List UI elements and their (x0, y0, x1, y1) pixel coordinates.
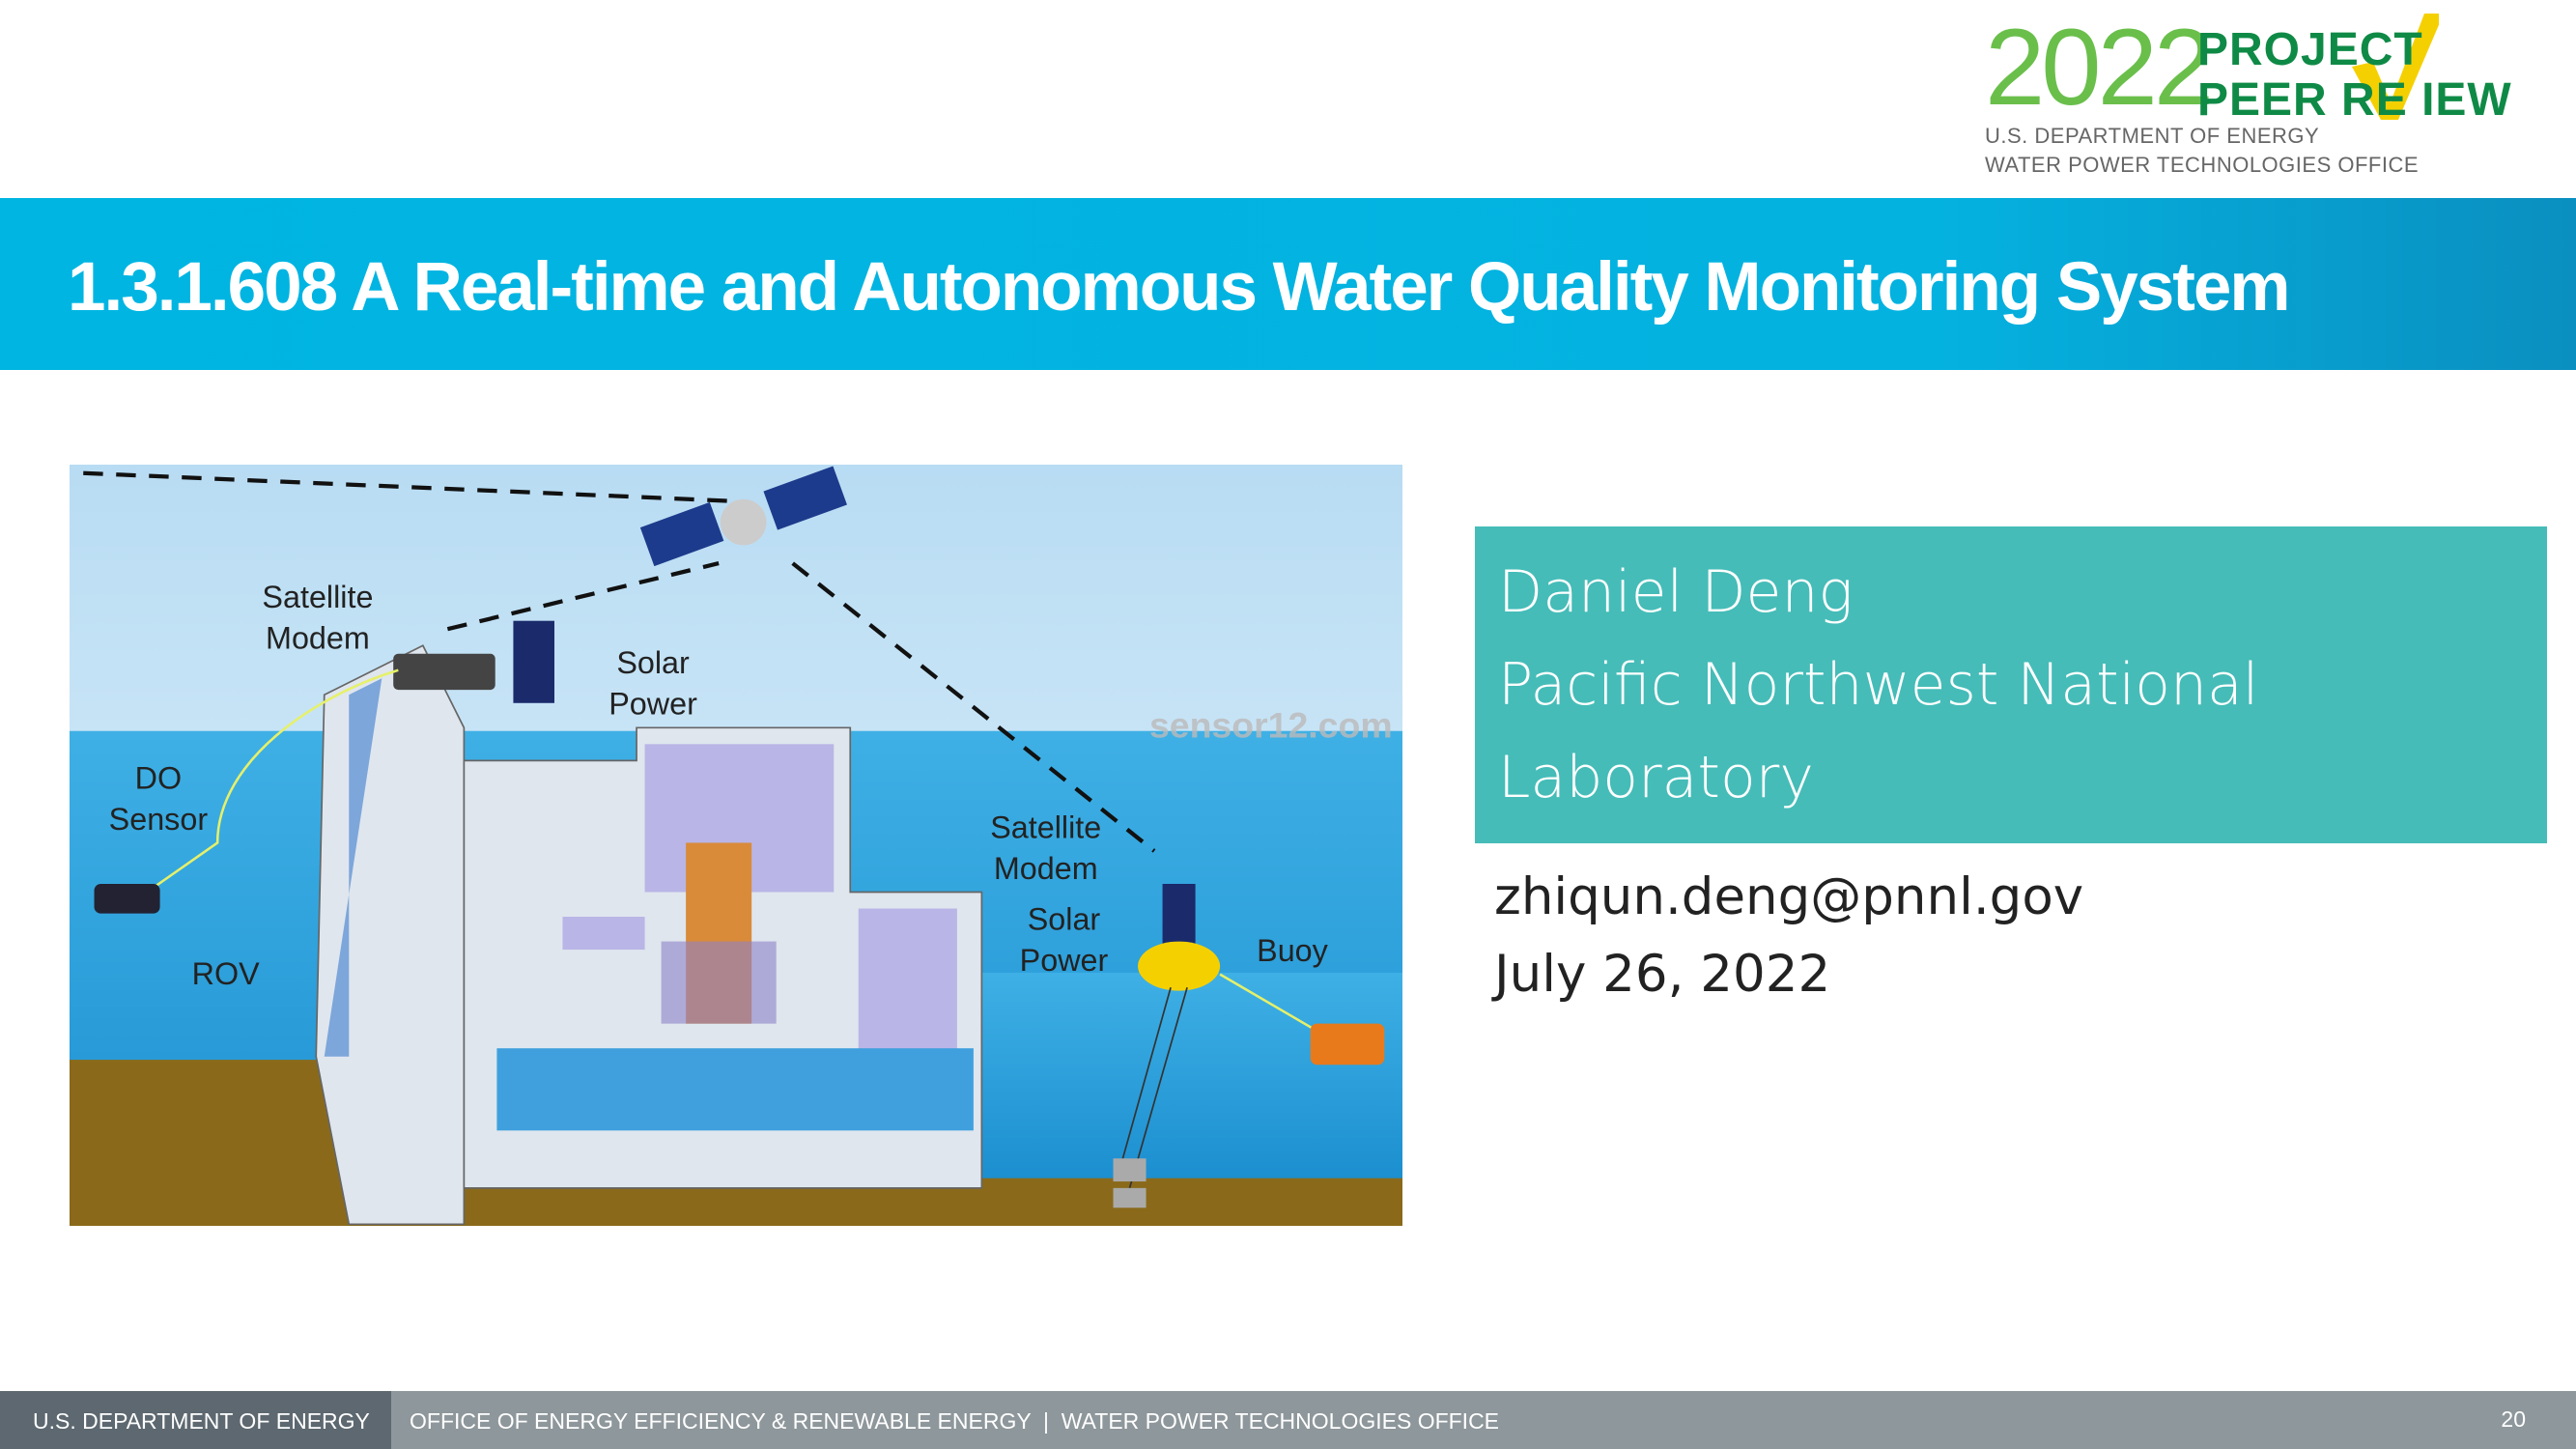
slide-title: 1.3.1.608 A Real-time and Autonomous Wat… (68, 249, 2290, 326)
logo-line2: PEER RE IEW (2197, 74, 2512, 126)
buoy (1113, 883, 1221, 1208)
label-solar-power-dam: Solar (616, 645, 690, 680)
logo-line1: PROJECT (2197, 24, 2423, 75)
satellite-modem-dam (393, 653, 495, 691)
checkmark-icon (2352, 14, 2439, 120)
label-satellite-modem-dam-2: Modem (266, 621, 370, 656)
label-solar-power-dam-2: Power (609, 687, 697, 722)
presenter-org: Pacific Northwest National Laboratory (1498, 651, 2259, 811)
logo-year: 2022 (1985, 7, 2214, 128)
solar-panel-dam (513, 620, 554, 703)
footer: U.S. DEPARTMENT OF ENERGY OFFICE OF ENER… (0, 1391, 2576, 1449)
rov-right (1310, 1023, 1385, 1065)
title-band: 1.3.1.608 A Real-time and Autonomous Wat… (0, 198, 2576, 370)
footer-doe: U.S. DEPARTMENT OF ENERGY (0, 1391, 391, 1449)
label-satellite-modem-buoy: Satellite (990, 810, 1101, 844)
label-satellite-modem-dam: Satellite (262, 580, 373, 614)
label-rov: ROV (192, 956, 260, 991)
logo-dept: U.S. DEPARTMENT OF ENERGY (1985, 124, 2320, 148)
watermark: sensor12.com (1149, 705, 1393, 746)
page-number: 20 (2501, 1406, 2526, 1432)
label-satellite-modem-buoy-2: Modem (994, 851, 1098, 886)
peer-review-logo: 2022 PROJECT PEER RE IEW U.S. DEPARTMENT… (1985, 14, 2564, 187)
label-do-sensor: DO (135, 760, 182, 795)
satellite (639, 466, 847, 567)
presenter-box: Daniel Deng Pacific Northwest National L… (1475, 526, 2547, 843)
label-solar-power-buoy: Solar (1028, 902, 1101, 937)
presenter-name: Daniel Deng (1498, 558, 1854, 626)
monitoring-system-diagram: Satellite Modem Solar Power DO Sensor RO… (70, 465, 1402, 1226)
label-do-sensor-2: Sensor (109, 802, 209, 837)
presenter-email[interactable]: zhiqun.deng@pnnl.gov (1494, 867, 2084, 926)
presentation-date: July 26, 2022 (1494, 945, 1831, 1004)
label-solar-power-buoy-2: Power (1020, 943, 1109, 978)
rov-left (94, 883, 160, 914)
label-buoy: Buoy (1257, 933, 1329, 968)
dam-wall (315, 644, 466, 1226)
footer-office: OFFICE OF ENERGY EFFICIENCY & RENEWABLE … (410, 1408, 1500, 1434)
logo-office: WATER POWER TECHNOLOGIES OFFICE (1985, 153, 2420, 177)
